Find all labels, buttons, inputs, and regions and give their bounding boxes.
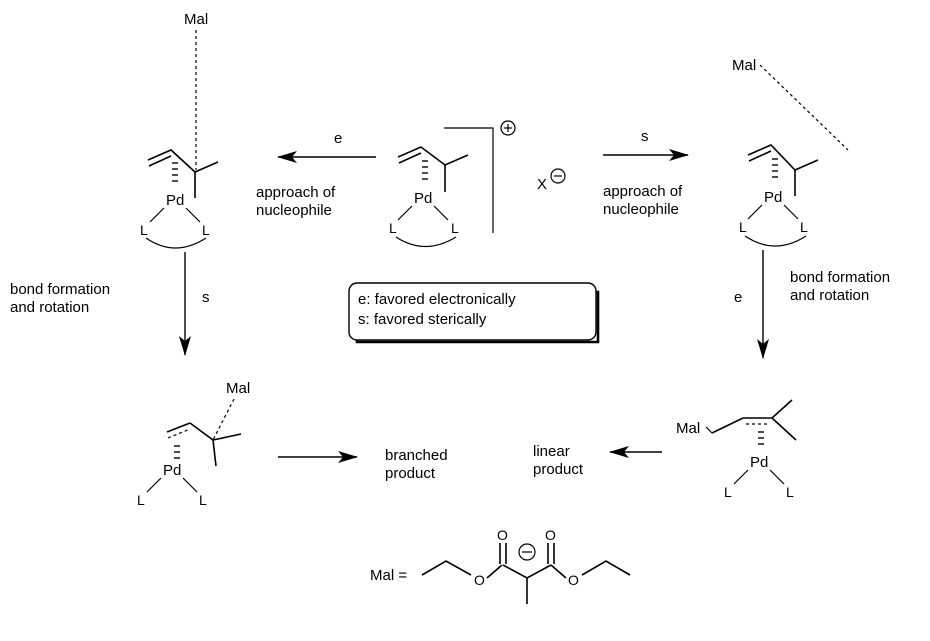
mal-label-bottom-right: Mal <box>676 420 700 437</box>
label-nucleophile-right: nucleophile <box>603 201 679 218</box>
label-s-top: s <box>641 128 649 145</box>
complex-top-right: Mal Pd L L <box>732 57 849 247</box>
mal-label-top-left: Mal <box>184 11 208 28</box>
mal-eq-label: Mal = <box>370 567 407 584</box>
legend-line-1: e: favored electronically <box>358 291 516 308</box>
mal-label-bottom-left: Mal <box>226 380 250 397</box>
ligand-right-4: L <box>199 492 207 508</box>
label-s-down: s <box>202 289 210 306</box>
label-approach-right: approach of <box>603 183 683 200</box>
ligand-left-4: L <box>137 492 145 508</box>
malonate-definition: Mal = O O O O <box>370 527 631 604</box>
ligand-left-1: L <box>140 222 148 238</box>
arrow-e-down: e bond formation and rotation <box>734 250 890 359</box>
arrow-to-branched: branched product <box>278 447 448 482</box>
complex-center-cation: Pd L L X <box>389 120 566 247</box>
oxygen-left-ester: O <box>474 572 485 588</box>
legend-box: e: favored electronically s: favored ste… <box>348 282 600 344</box>
arrow-to-linear: linear product <box>533 443 662 478</box>
arrow-s-down: s bond formation and rotation <box>10 252 210 356</box>
label-branched-2: product <box>385 465 436 482</box>
label-e-down: e <box>734 289 742 306</box>
oxygen-right-carbonyl: O <box>545 527 556 543</box>
pd-label-center: Pd <box>414 190 432 207</box>
oxygen-right-ester: O <box>568 572 579 588</box>
label-bond-formation-right: bond formation <box>790 269 890 286</box>
label-linear-2: product <box>533 461 584 478</box>
complex-top-left: Mal Pd L L <box>140 11 219 249</box>
arrow-e-top: e approach of nucleophile <box>256 130 376 219</box>
complex-bottom-right: Mal Pd L L <box>676 399 797 500</box>
ligand-right-2: L <box>451 220 459 236</box>
label-linear-1: linear <box>533 443 570 460</box>
mal-label-top-right: Mal <box>732 57 756 74</box>
pd-label-bottom-left: Pd <box>163 462 181 479</box>
pd-label-bottom-right: Pd <box>750 454 768 471</box>
label-and-rotation-right: and rotation <box>790 287 869 304</box>
ligand-left-2: L <box>389 220 397 236</box>
arrow-s-top: s approach of nucleophile <box>603 128 689 218</box>
pd-label-top-left: Pd <box>166 192 184 209</box>
ligand-right-5: L <box>786 484 794 500</box>
ligand-right-3: L <box>800 219 808 235</box>
counterion-label: X <box>537 176 547 193</box>
ligand-left-3: L <box>739 219 747 235</box>
ligand-left-5: L <box>724 484 732 500</box>
pd-label-top-right: Pd <box>764 189 782 206</box>
complex-bottom-left: Mal Pd L L <box>137 380 250 508</box>
label-nucleophile-left: nucleophile <box>256 202 332 219</box>
label-e-top: e <box>334 130 342 147</box>
label-branched-1: branched <box>385 447 448 464</box>
legend-line-2: s: favored sterically <box>358 311 487 328</box>
label-and-rotation-left: and rotation <box>10 299 89 316</box>
ligand-right-1: L <box>202 222 210 238</box>
label-approach-left: approach of <box>256 184 336 201</box>
label-bond-formation-left: bond formation <box>10 281 110 298</box>
oxygen-left-carbonyl: O <box>497 527 508 543</box>
